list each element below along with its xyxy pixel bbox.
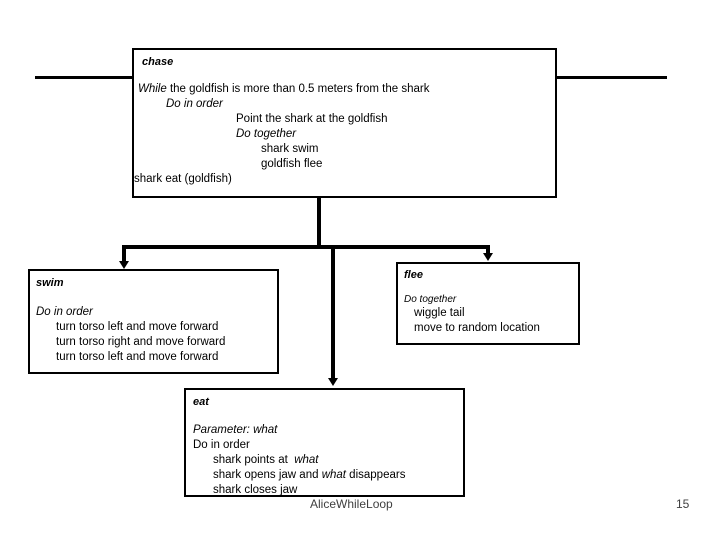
eat-body: Parameter: what Do in order shark points a… xyxy=(193,423,463,498)
statement-text: shark swim xyxy=(261,143,319,155)
swim-title: swim xyxy=(36,277,64,289)
code-line: shark opens jaw and what disappears xyxy=(213,468,463,483)
keyword-text: Do together xyxy=(404,294,457,305)
statement-text: wiggle tail xyxy=(414,307,465,319)
statement-text: turn torso right and move forward xyxy=(56,336,226,348)
code-line: shark swim xyxy=(261,142,555,157)
statement-text: move to random location xyxy=(414,322,540,334)
code-line: shark eat (goldfish) xyxy=(134,172,555,187)
statement-text: turn torso left and move forward xyxy=(56,321,219,333)
keyword-text: Do together xyxy=(236,128,297,140)
right-connector-line xyxy=(556,76,667,79)
code-line: wiggle tail xyxy=(414,306,578,321)
statement-text: shark points at xyxy=(213,454,295,466)
method-box-swim[interactable]: swim Do in order turn torso left and move… xyxy=(28,269,279,374)
flee-body: Do together wiggle tail move to random loc… xyxy=(404,293,578,336)
keyword-text: Do in order xyxy=(36,306,93,318)
method-box-eat[interactable]: eat Parameter: what Do in order shark poin… xyxy=(184,388,465,497)
method-box-flee[interactable]: flee Do together wiggle tail move to rando… xyxy=(396,262,580,345)
code-line: Do in order xyxy=(193,438,463,453)
code-line: move to random location xyxy=(414,321,578,336)
keyword-text: what xyxy=(294,454,319,466)
code-line: Do together xyxy=(404,293,578,306)
statement-text: Do in order xyxy=(193,439,250,451)
keyword-text: Do in order xyxy=(166,98,223,110)
footer-title: AliceWhileLoop xyxy=(310,497,393,511)
statement-text: turn torso left and move forward xyxy=(56,351,219,363)
code-line: Point the shark at the goldfish xyxy=(236,112,555,127)
code-line: shark points at what xyxy=(213,453,463,468)
code-line: Parameter: what xyxy=(193,423,463,438)
method-box-chase[interactable]: chase While the goldfish is more than 0.… xyxy=(132,48,557,198)
left-connector-line xyxy=(35,76,133,79)
arrow-to-eat-icon xyxy=(328,378,338,386)
statement-text: disappears xyxy=(345,469,406,481)
statement-text: Point the shark at the goldfish xyxy=(236,113,388,125)
statement-text: shark closes jaw xyxy=(213,484,298,496)
statement-text: shark opens jaw and xyxy=(213,469,322,481)
code-line: turn torso right and move forward xyxy=(56,335,277,350)
keyword-text: what xyxy=(321,469,346,481)
chase-title: chase xyxy=(142,56,174,68)
flee-title: flee xyxy=(404,269,423,281)
statement-text: shark eat (goldfish) xyxy=(134,173,232,185)
swim-body: Do in order turn torso left and move forw… xyxy=(36,305,277,365)
code-line: shark closes jaw xyxy=(213,483,463,498)
code-line: goldfish flee xyxy=(261,157,555,172)
code-line: Do together xyxy=(236,127,555,142)
page-number: 15 xyxy=(676,497,690,511)
keyword-text: While xyxy=(138,83,170,95)
code-line: turn torso left and move forward xyxy=(56,320,277,335)
child-distribution-bar xyxy=(122,245,490,249)
code-line: Do in order xyxy=(36,305,277,320)
code-line: Do in order xyxy=(166,97,555,112)
flee-branch-vertical xyxy=(486,245,490,255)
arrow-to-flee-icon xyxy=(483,253,493,261)
statement-text: goldfish flee xyxy=(261,158,323,170)
keyword-text: Parameter: what xyxy=(193,424,278,436)
chase-body: While the goldfish is more than 0.5 mete… xyxy=(134,82,555,187)
statement-text: the goldfish is more than 0.5 meters fro… xyxy=(169,83,430,95)
code-line: turn torso left and move forward xyxy=(56,350,277,365)
swim-branch-vertical xyxy=(122,245,126,263)
chase-trunk-vertical xyxy=(317,196,321,248)
code-line: While the goldfish is more than 0.5 mete… xyxy=(138,82,555,97)
eat-title: eat xyxy=(193,396,209,408)
arrow-to-swim-icon xyxy=(119,261,129,269)
eat-branch-vertical xyxy=(331,245,335,380)
